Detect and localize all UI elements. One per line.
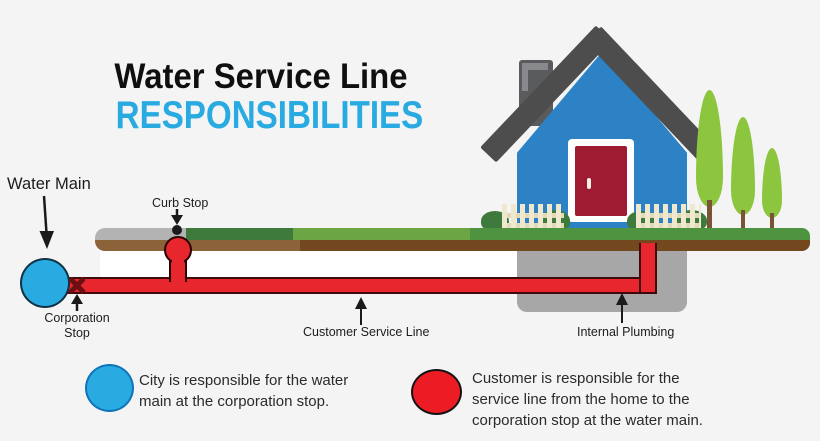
legend-customer-circle: [411, 369, 462, 415]
customer-service-line-label: Customer Service Line: [303, 325, 430, 339]
internal-plumbing-arrow: [616, 293, 628, 323]
chimney-highlight: [522, 63, 548, 70]
internal-plumbing-label: Internal Plumbing: [577, 325, 675, 339]
curb-stop-label: Curb Stop: [152, 196, 209, 210]
customer-service-pipe: [66, 277, 657, 294]
corporation-stop-arrow: [71, 294, 83, 311]
page-title: Water Service Line: [114, 57, 408, 96]
legend-city-line2: main at the corporation stop.: [139, 393, 330, 410]
title-block: Water Service Line RESPONSIBILITIES: [90, 57, 432, 135]
corporation-stop-label-line1: Corporation: [44, 311, 110, 325]
front-door: [575, 146, 627, 216]
tree-icon: [696, 90, 723, 207]
legend-customer-line3: corporation stop at the water main.: [472, 412, 703, 429]
door-handle: [587, 178, 591, 189]
customer-service-line-arrow: [355, 297, 367, 325]
tree-icon: [762, 148, 782, 218]
ground-dirt: [95, 240, 810, 251]
curb-stop-arrow: [171, 209, 183, 225]
internal-plumbing-pipe: [639, 243, 657, 292]
legend-customer-line2: service line from the home to the: [472, 391, 690, 408]
ground-strip: [95, 228, 810, 251]
legend-city-circle: [85, 364, 134, 412]
legend-city-line1: City is responsible for the water: [139, 372, 349, 389]
water-main-label: Water Main: [7, 175, 91, 193]
water-main-arrow: [39, 195, 54, 249]
corporation-stop-label: Corporation Stop: [38, 311, 116, 341]
page-subtitle: RESPONSIBILITIES: [115, 94, 424, 137]
tree-trunk: [707, 200, 712, 232]
legend-customer-text: Customer is responsible for the service …: [472, 368, 703, 431]
chimney-highlight-side: [522, 63, 528, 91]
curb-stop-marker-dot: [172, 225, 182, 235]
ground-surface: [95, 228, 810, 240]
legend-city-text: City is responsible for the water main a…: [139, 370, 348, 412]
tree-icon: [731, 117, 755, 215]
curb-stop-joint-patch: [172, 258, 184, 267]
corporation-stop-label-line2: Stop: [64, 326, 90, 340]
tree-trunk: [770, 213, 774, 232]
legend-customer-line1: Customer is responsible for the: [472, 370, 680, 387]
tree-trunk: [741, 210, 745, 232]
water-main-circle: [20, 258, 70, 308]
